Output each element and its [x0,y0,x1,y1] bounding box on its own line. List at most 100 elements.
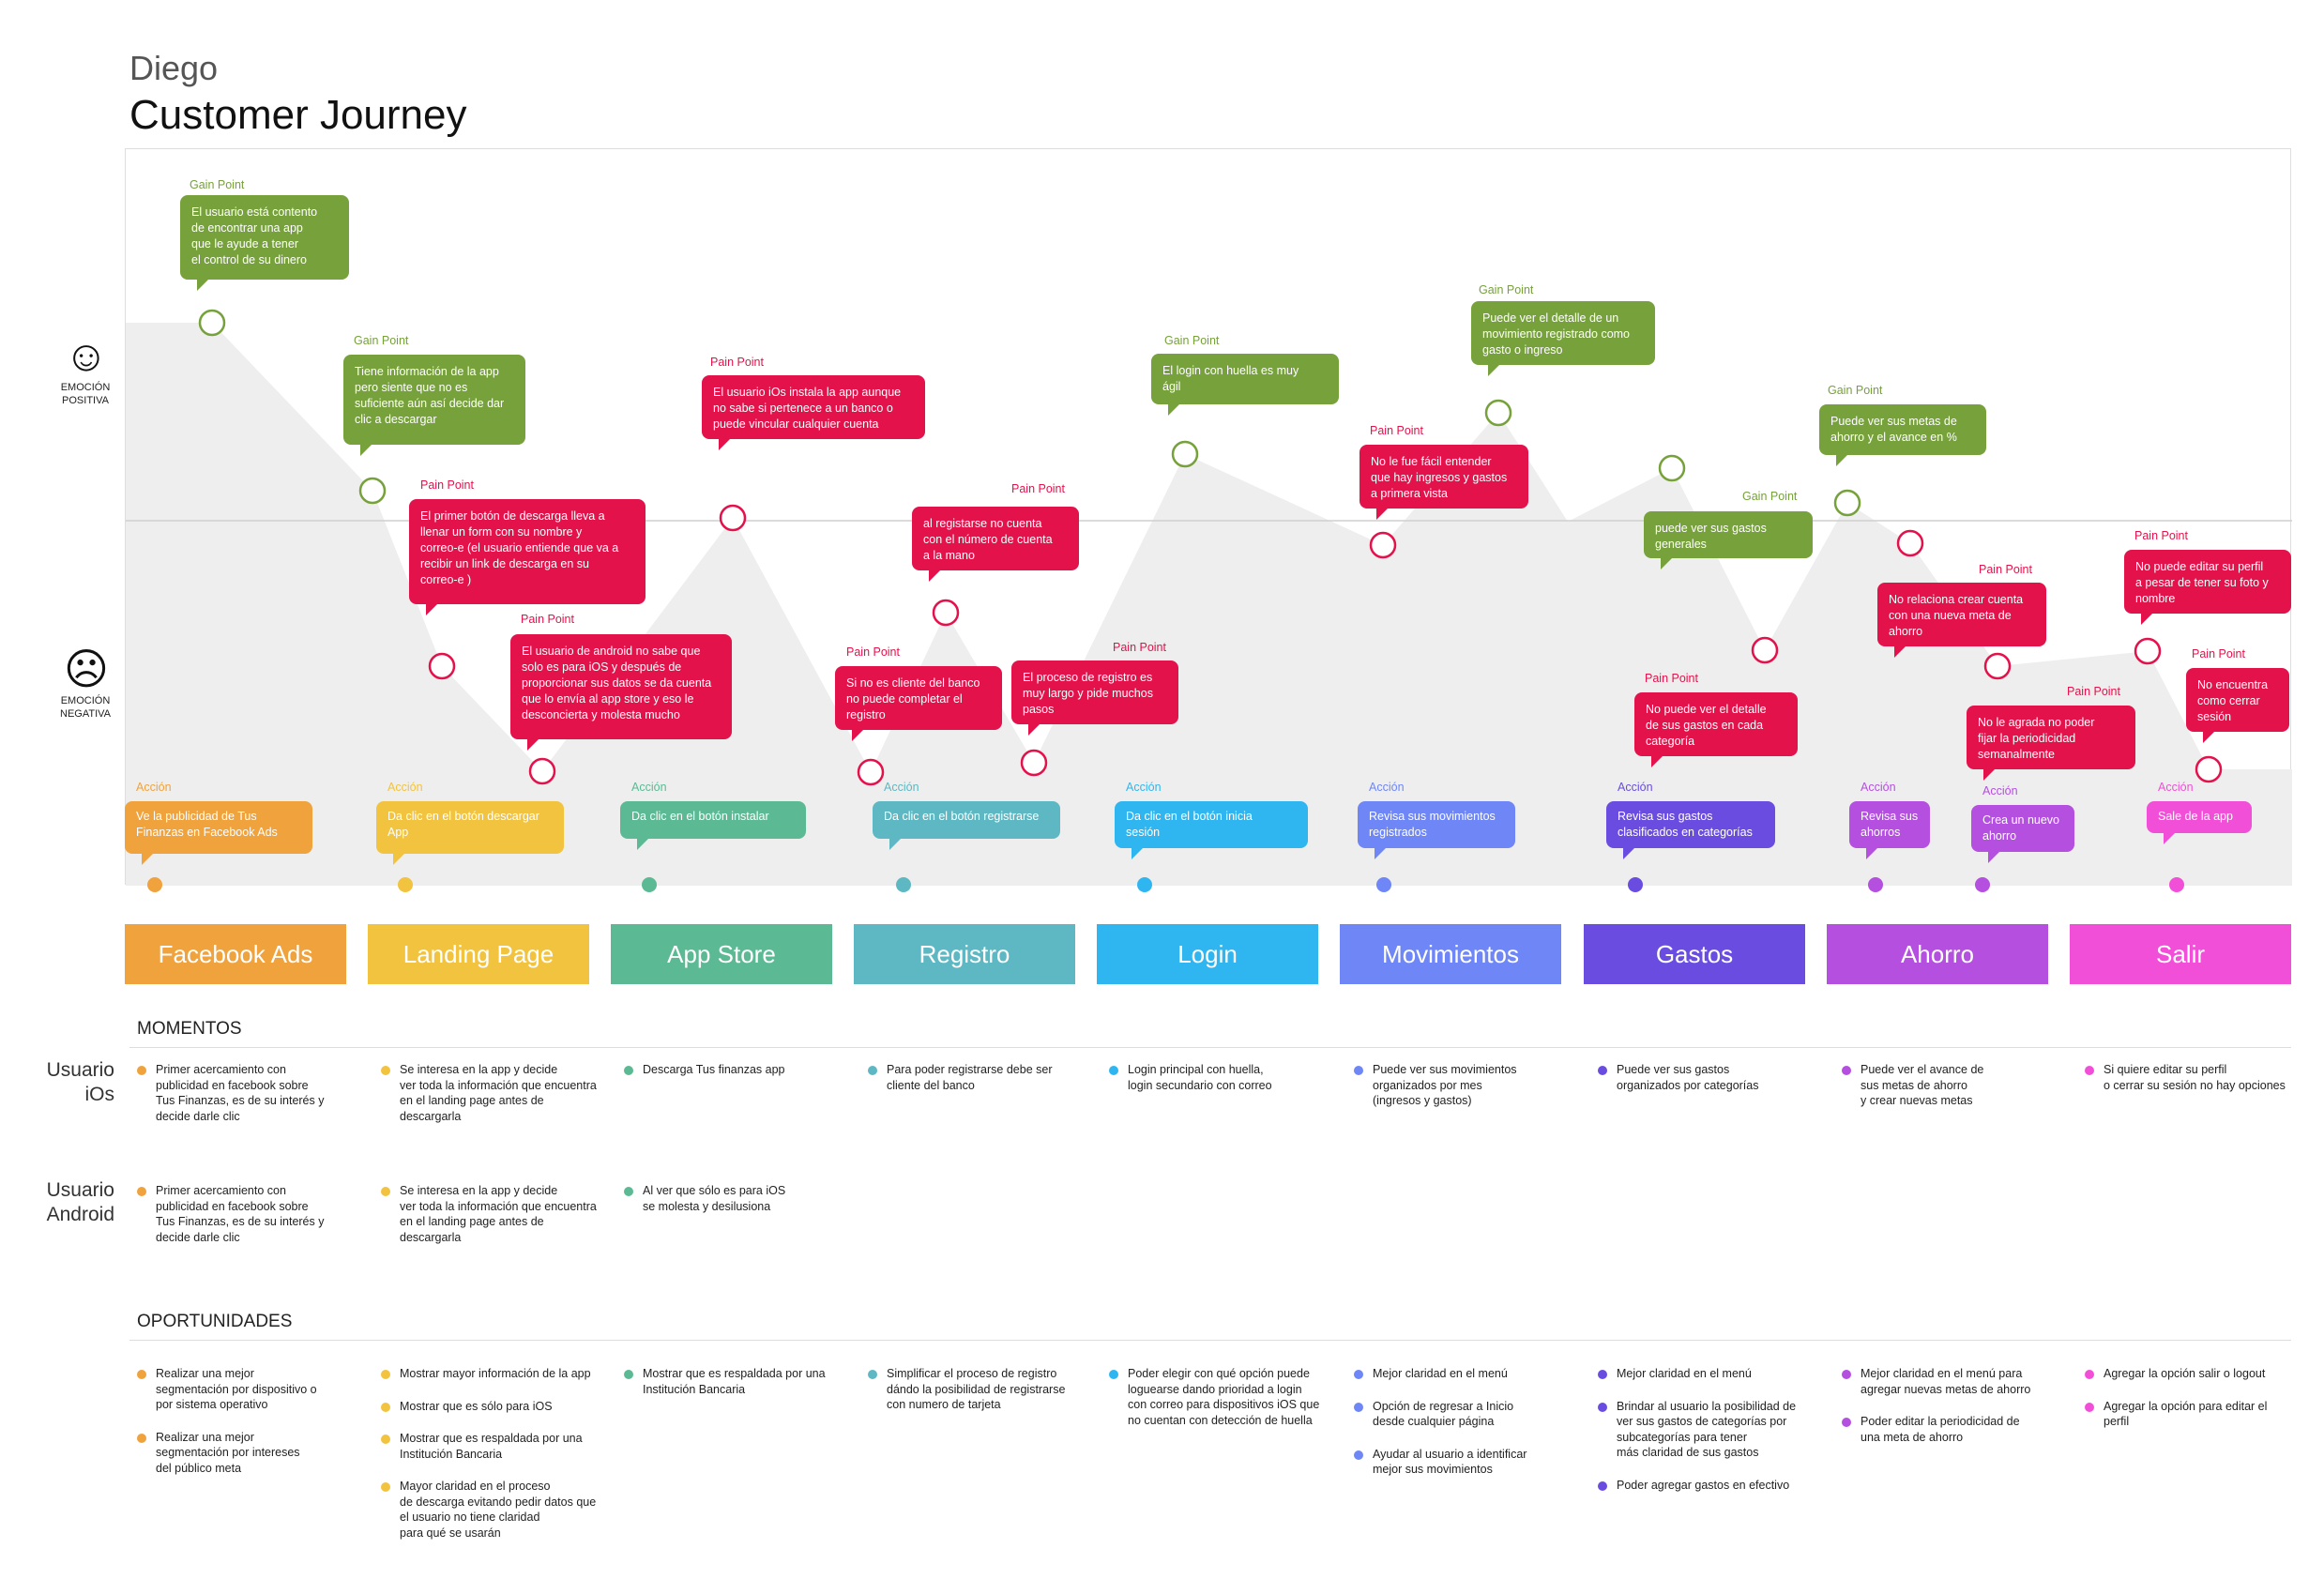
gain-point-marker [1833,489,1861,517]
bullet-dot [137,1187,146,1196]
positive-emotion-label: EMOCIÓN POSITIVA [60,382,111,406]
item-text: Poder elegir con qué opción puede loguea… [1128,1367,1320,1427]
pain-point-label: Pain Point [2134,529,2188,542]
momento-android-item: Al ver que sólo es para iOS se molesta y… [624,1183,847,1214]
pain-point-marker [1751,636,1779,664]
pain-point-bubble: No relaciona crear cuenta con una nueva … [1877,583,2046,658]
action-label: Acción [631,781,667,794]
negative-emotion-label: EMOCIÓN NEGATIVA [60,695,111,720]
gain-point-label: Gain Point [1479,283,1534,296]
stage-dot [1376,877,1391,892]
oportunidad-item: Brindar al usuario la posibilidad de ver… [1598,1399,1821,1461]
gain-point-bubble: Tiene información de la app pero siente … [343,355,525,456]
gain-point-bubble: El login con huella es muy ágil [1151,354,1339,416]
item-text: Mejor claridad en el menú [1373,1367,1508,1380]
bullet-dot [1598,1480,1607,1491]
pain-point-bubble: El primer botón de descarga lleva a llen… [409,499,646,615]
bullet-dot [1354,1370,1363,1379]
bullet-dot [381,1482,390,1492]
pain-point-marker [428,652,456,680]
gain-point-marker [1658,454,1686,482]
stage-dot [398,877,413,892]
bullet-dot [868,1066,877,1075]
stage-dot [642,877,657,892]
pain-point-bubble: El usuario iOs instala la app aunque no … [702,375,925,450]
gain-point-bubble: Puede ver sus metas de ahorro y el avanc… [1819,404,1986,466]
pain-point-label: Pain Point [1370,424,1423,437]
item-text: Puede ver sus gastos organizados por cat… [1617,1063,1759,1092]
pain-point-bubble: No encuentra como cerrar sesión [2186,668,2289,743]
momento-android-item: Se interesa en la app y decide ver toda … [381,1183,604,1245]
momentos-divider [129,1047,2291,1048]
item-text: Puede ver sus movimientos organizados po… [1373,1063,1517,1107]
stage-dot [1137,877,1152,892]
stage-app-store: App Store [611,924,832,984]
oportunidad-item: Simplificar el proceso de registro dándo… [868,1366,1091,1413]
stage-login: Login [1097,924,1318,984]
oportunidad-item: Realizar una mejor segmentación por disp… [137,1366,360,1413]
action-label: Acción [387,781,423,794]
bullet-dot [1109,1370,1118,1379]
stage-dot [1628,877,1643,892]
action-bubble: Crea un nuevo ahorro [1971,805,2074,863]
action-label: Acción [1126,781,1162,794]
gain-point-label: Gain Point [1164,334,1220,347]
bullet-dot [1842,1370,1851,1379]
oportunidad-item: Mostrar mayor información de la app [381,1366,604,1382]
item-text: Poder agregar gastos en efectivo [1617,1478,1790,1492]
pain-point-label: Pain Point [2067,685,2120,698]
item-text: Descarga Tus finanzas app [643,1063,785,1076]
item-text: Primer acercamiento con publicidad en fa… [156,1184,325,1244]
momento-ios-item: Primer acercamiento con publicidad en fa… [137,1062,360,1124]
gain-point-bubble: puede ver sus gastos generales [1644,511,1813,569]
item-text: Puede ver el avance de sus metas de ahor… [1861,1063,1984,1107]
action-bubble: Da clic en el botón descargar App [376,801,564,865]
item-text: Se interesa en la app y decide ver toda … [400,1184,597,1244]
oportunidad-item: Ayudar al usuario a identificar mejor su… [1354,1447,1577,1478]
bullet-dot [624,1187,633,1196]
momento-ios-item: Se interesa en la app y decide ver toda … [381,1062,604,1124]
gain-point-marker [1171,440,1199,468]
stage-ahorro: Ahorro [1827,924,2048,984]
bullet-dot [381,1066,390,1075]
pain-point-label: Pain Point [1113,641,1166,654]
action-label: Acción [884,781,919,794]
momento-ios-item: Puede ver sus movimientos organizados po… [1354,1062,1577,1109]
pain-point-bubble: al registarse no cuenta con el número de… [912,507,1079,582]
smiley-face-icon: ☺ [64,331,109,380]
action-bubble: Revisa sus movimientos registrados [1358,801,1515,859]
stage-facebook-ads: Facebook Ads [125,924,346,984]
bullet-dot [868,1370,877,1379]
momento-ios-item: Para poder registrarse debe ser cliente … [868,1062,1091,1093]
stage-movimientos: Movimientos [1340,924,1561,984]
item-text: Mejor claridad en el menú para agregar n… [1861,1367,2031,1396]
bullet-dot [1354,1402,1363,1412]
item-text: Agregar la opción para editar el perfil [2104,1399,2268,1429]
action-label: Acción [1369,781,1405,794]
action-label: Acción [136,781,172,794]
page-title: Customer Journey [129,92,467,138]
action-label: Acción [1861,781,1896,794]
stage-dot [1868,877,1883,892]
pain-point-marker [932,599,960,627]
pain-point-bubble: Si no es cliente del banco no puede comp… [835,666,1002,741]
persona-name: Diego [129,49,219,87]
action-bubble: Revisa sus gastos clasificados en catego… [1606,801,1775,859]
momentos-title: MOMENTOS [137,1019,242,1039]
pain-point-label: Pain Point [1645,672,1698,685]
action-label: Acción [2158,781,2194,794]
action-label: Acción [1982,784,2018,797]
action-bubble: Revisa sus ahorros [1849,801,1930,859]
pain-point-bubble: No puede ver el detalle de sus gastos en… [1634,692,1798,767]
item-text: Poder editar la periodicidad de una meta… [1861,1415,2020,1444]
pain-point-label: Pain Point [1979,563,2032,576]
oportunidad-item: Opción de regresar a Inicio desde cualqu… [1354,1399,1577,1430]
pain-point-marker [1020,749,1048,777]
action-bubble: Sale de la app [2147,801,2252,844]
oportunidad-item: Realizar una mejor segmentación por inte… [137,1430,360,1477]
action-bubble: Da clic en el botón registrarse [873,801,1060,850]
pain-point-marker [528,757,556,785]
item-text: Realizar una mejor segmentación por disp… [156,1367,317,1411]
bullet-dot [137,1066,146,1075]
item-text: Mostrar que es respaldada por una Instit… [643,1367,826,1396]
